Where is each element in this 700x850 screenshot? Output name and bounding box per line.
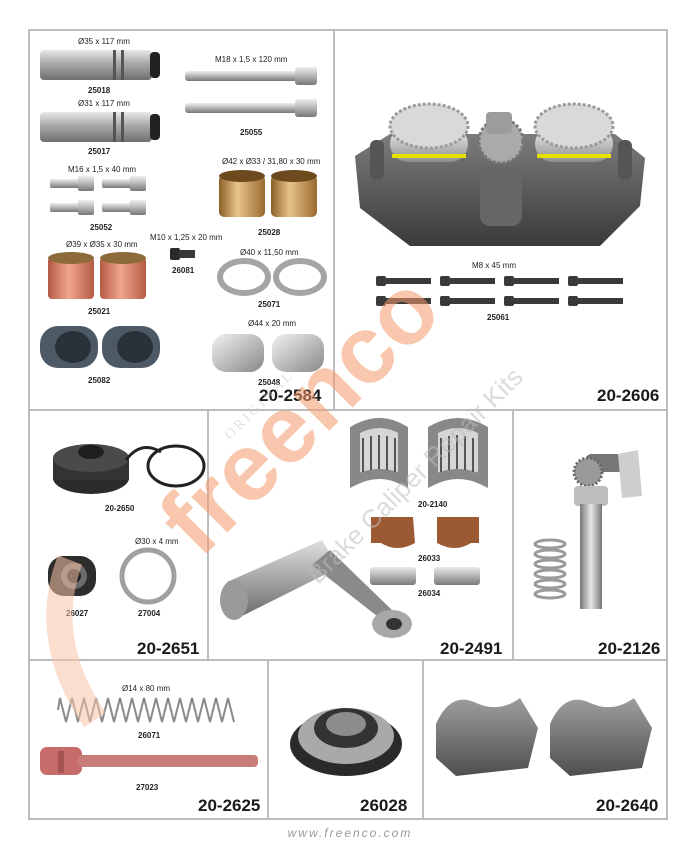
- part-dimension: Ø44 x 20 mm: [248, 319, 297, 328]
- seal-image: [48, 556, 96, 596]
- divider: [422, 659, 424, 820]
- bolt-image: [185, 67, 317, 117]
- tappet-image: [436, 698, 652, 776]
- divider: [28, 409, 668, 411]
- part-code: 25055: [240, 128, 263, 137]
- part-code: 25082: [88, 376, 111, 385]
- part-dimension: Ø39 x Ø35 x 30 mm: [66, 240, 138, 249]
- kit-number: 20-2584: [259, 386, 322, 405]
- guide-pin-image: [40, 50, 160, 80]
- adjuster-shaft-image: [533, 450, 642, 609]
- kit-number: 20-2491: [440, 639, 503, 658]
- part-code: 26034: [418, 589, 441, 598]
- part-dimension: Ø42 x Ø33 / 31,80 x 30 mm: [222, 157, 321, 166]
- divider: [333, 29, 335, 411]
- part-code: 25052: [90, 223, 113, 232]
- kit-number: 20-2126: [598, 639, 661, 658]
- rod-image: [40, 747, 258, 775]
- roller-image: [370, 567, 480, 585]
- part-dimension: M8 x 45 mm: [472, 261, 517, 270]
- part-dimension: Ø14 x 80 mm: [122, 684, 171, 693]
- part-code: 25048: [258, 378, 281, 387]
- footer-url[interactable]: www.freenco.com: [287, 826, 413, 840]
- bolt-image: [50, 176, 146, 215]
- adjuster-mechanism-image: [355, 102, 645, 246]
- kit-number: 20-2651: [137, 639, 200, 658]
- cap-with-strap-image: [53, 444, 206, 494]
- guide-pin-image: [40, 112, 160, 142]
- bolt-image: [376, 276, 623, 306]
- part-code: 20-2650: [105, 504, 135, 513]
- spring-image: [57, 697, 235, 723]
- ring-image: [119, 547, 177, 605]
- bushing-image: [48, 252, 146, 299]
- part-dimension: Ø35 x 117 mm: [78, 37, 130, 46]
- part-code: 25017: [88, 147, 111, 156]
- shell-image: [371, 517, 479, 548]
- part-code: 25061: [487, 313, 510, 322]
- screw-image: [170, 248, 195, 260]
- part-code: 26033: [418, 554, 441, 563]
- part-code: 26071: [138, 731, 161, 740]
- part-dimension: Ø30 x 4 mm: [135, 537, 179, 546]
- cap-image: [212, 334, 324, 372]
- kit-number: 20-2606: [597, 386, 660, 405]
- part-code: 27023: [136, 783, 159, 792]
- divider: [267, 659, 269, 820]
- divider: [207, 409, 209, 661]
- part-code: 25018: [88, 86, 111, 95]
- part-code: 25071: [258, 300, 281, 309]
- divider: [512, 409, 514, 661]
- part-code: 26027: [66, 609, 89, 618]
- part-dimension: M10 x 1,25 x 20 mm: [150, 233, 223, 242]
- seal-image: [40, 326, 160, 368]
- part-code: 26081: [172, 266, 195, 275]
- part-dimension: M18 x 1,5 x 120 mm: [215, 55, 288, 64]
- kit-number: 26028: [360, 796, 408, 815]
- kit-number: 20-2640: [596, 796, 659, 815]
- part-dimension: Ø31 x 117 mm: [78, 99, 130, 108]
- part-code: 20-2140: [418, 500, 448, 509]
- bushing-image: [219, 170, 317, 217]
- part-dimension: Ø40 x 11,50 mm: [240, 248, 299, 257]
- kit-number: 20-2625: [198, 796, 261, 815]
- part-code: 27004: [138, 609, 161, 618]
- boot-seal-image: [290, 708, 402, 776]
- part-dimension: M16 x 1,5 x 40 mm: [68, 165, 137, 174]
- ring-image: [217, 258, 327, 296]
- part-code: 25021: [88, 307, 111, 316]
- part-code: 25028: [258, 228, 281, 237]
- bearing-image: [350, 418, 488, 489]
- lever-shaft-image: [220, 540, 412, 638]
- divider: [28, 659, 668, 661]
